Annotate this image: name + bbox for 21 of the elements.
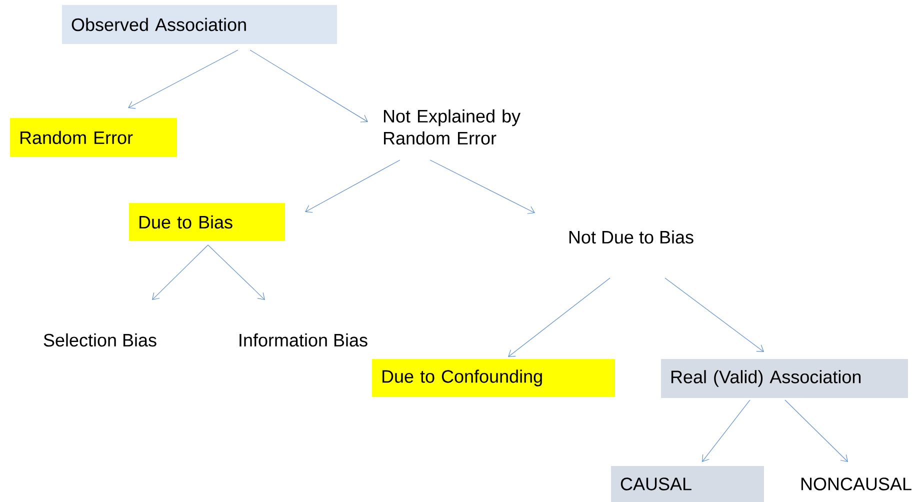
arrow bbox=[784, 400, 848, 462]
highlighted-box: Due to Confounding bbox=[372, 359, 615, 397]
arrow bbox=[305, 160, 400, 213]
arrow bbox=[430, 160, 535, 214]
arrow bbox=[508, 278, 610, 357]
node-text: NONCAUSAL bbox=[801, 478, 912, 490]
arrow bbox=[702, 400, 750, 462]
node-text: Information Bias bbox=[240, 333, 368, 347]
arrow bbox=[128, 50, 238, 109]
node-text: Selection Bias bbox=[44, 333, 156, 347]
shaded-box: Real (Valid) Association bbox=[661, 359, 908, 398]
shaded-box: Observed Association bbox=[62, 5, 337, 44]
shaded-box: CAUSAL bbox=[611, 466, 764, 502]
node-text: Not Explained by Random Error bbox=[384, 109, 521, 145]
node-text: Not Due to Bias bbox=[569, 230, 694, 244]
arrow bbox=[250, 50, 368, 122]
arrow bbox=[664, 278, 764, 352]
highlighted-box: Due to Bias bbox=[129, 203, 285, 241]
arrow bbox=[152, 244, 208, 300]
highlighted-box: Random Error bbox=[10, 118, 177, 157]
arrow bbox=[208, 244, 265, 300]
